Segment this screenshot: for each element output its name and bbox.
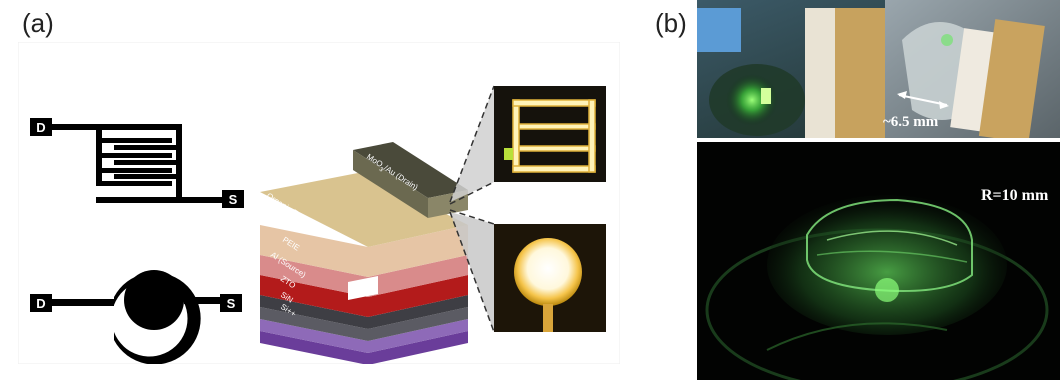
interdigitated-electrodes	[52, 124, 226, 203]
circular-source-pad	[220, 294, 242, 312]
photo-divider	[697, 138, 1060, 142]
circular-drain-pad	[30, 294, 52, 312]
panel-b-photographs: ~6.5 mm R=10 mm	[697, 0, 1060, 380]
circular-emission-photo	[494, 224, 606, 332]
drain-pad	[30, 118, 52, 136]
top-photo-dimension-label: ~6.5 mm	[883, 114, 939, 130]
circular-source-pad-label: S	[227, 296, 236, 311]
moo3-au-drain-top	[353, 142, 468, 198]
bottom-photo-curved-device: R=10 mm	[697, 142, 1060, 380]
moo3-au-drain-side	[353, 150, 428, 218]
panel-b-label: (b)	[655, 8, 687, 38]
top-photo-flat-device: ~6.5 mm	[697, 0, 1060, 143]
blue-marker	[697, 8, 741, 52]
bottom-photo-radius-label: R=10 mm	[981, 187, 1049, 204]
source-lead	[184, 297, 228, 304]
circular-pixel-diagram: D S	[30, 270, 242, 365]
panel-a-device-schematic: D S D	[17, 41, 621, 365]
panel-a-svg: D S D	[17, 41, 621, 365]
source-pad-label: S	[229, 192, 238, 207]
circular-drain-pad-label: D	[36, 296, 45, 311]
drain-lead	[52, 299, 114, 306]
exposed-al-source	[348, 276, 378, 300]
interdigitated-pixel-diagram: D S	[30, 118, 244, 208]
stack-top-face	[260, 172, 468, 247]
interdigitated-emission-photo	[494, 86, 606, 182]
source-pad	[222, 190, 244, 208]
drain-pad-label: D	[36, 120, 45, 135]
panel-b-svg: ~6.5 mm R=10 mm	[697, 0, 1060, 380]
dimension-arrow	[898, 94, 948, 106]
inner-disc-electrode	[124, 270, 184, 330]
panel-a-label: (a)	[22, 8, 54, 38]
zoom-callout-lines	[449, 85, 495, 333]
